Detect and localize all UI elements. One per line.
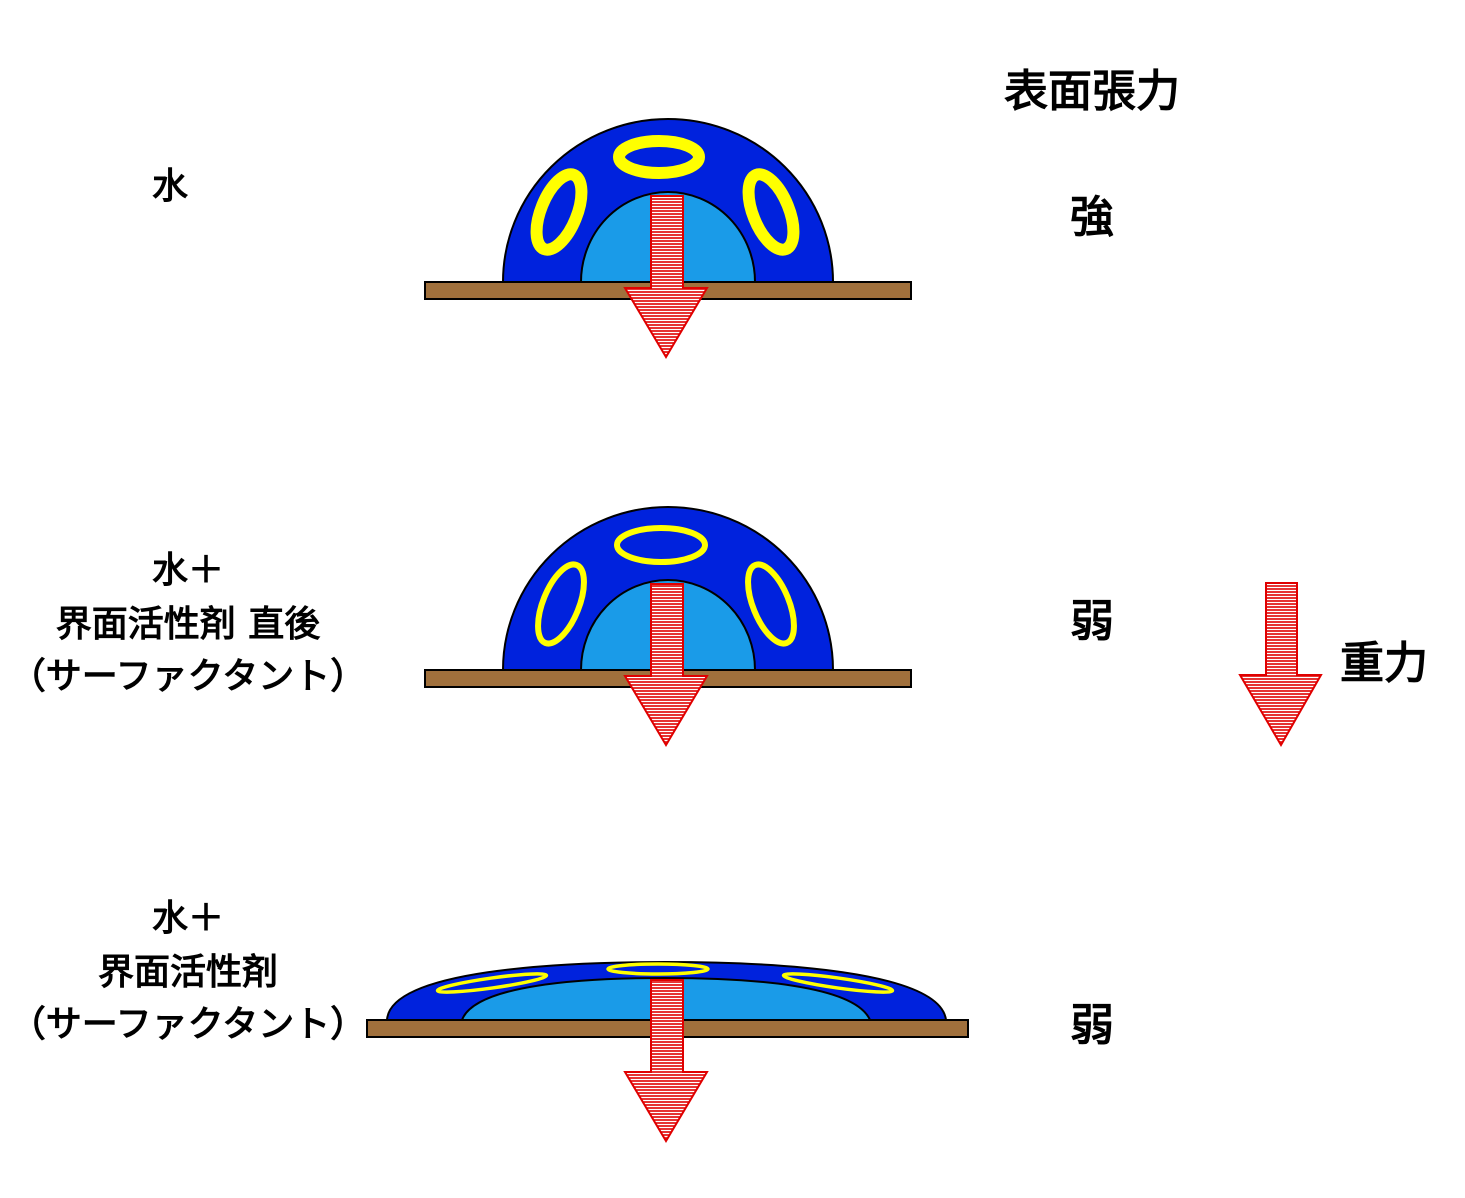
row-3-label-line-2: 界面活性剤	[98, 952, 278, 993]
molecule-ring	[530, 168, 588, 256]
molecule-ring	[606, 962, 710, 976]
row-2-label-line-1: 水＋	[152, 550, 224, 591]
droplet-row-3	[366, 960, 969, 1143]
gravity-arrow-icon	[623, 979, 709, 1143]
molecule-ring	[535, 561, 587, 647]
row-2-tension: 弱	[1070, 596, 1114, 647]
molecule-ring	[745, 561, 797, 647]
row-water: 水 強	[152, 118, 1114, 359]
legend-gravity-arrow-icon	[1238, 582, 1323, 747]
molecule-ring	[781, 972, 895, 994]
legend-label: 重力	[1340, 638, 1428, 689]
droplet-row-2	[424, 506, 912, 747]
row-surfactant: 水＋ 界面活性剤 （サーファクタント） 弱	[10, 898, 1114, 1143]
row-1-tension: 強	[1070, 192, 1114, 243]
gravity-arrow-icon	[623, 195, 709, 359]
row-3-tension: 弱	[1070, 1000, 1114, 1051]
gravity-arrow-icon	[623, 583, 709, 747]
row-surfactant-initial: 水＋ 界面活性剤 直後 （サーファクタント） 弱	[10, 506, 1114, 747]
row-1-label-line-1: 水	[152, 166, 189, 207]
row-2-label-line-2: 界面活性剤 直後	[56, 604, 322, 645]
legend: 重力	[1238, 582, 1428, 747]
row-3-label-line-3: （サーファクタント）	[10, 1004, 366, 1045]
title: 表面張力	[1004, 66, 1180, 117]
row-2-label-line-3: （サーファクタント）	[10, 656, 366, 697]
molecule-ring	[742, 168, 800, 256]
droplet-row-1	[424, 118, 912, 359]
molecule-ring	[614, 525, 708, 565]
molecule-ring	[435, 972, 549, 994]
molecule-ring	[613, 135, 705, 179]
row-3-label-line-1: 水＋	[152, 898, 224, 939]
